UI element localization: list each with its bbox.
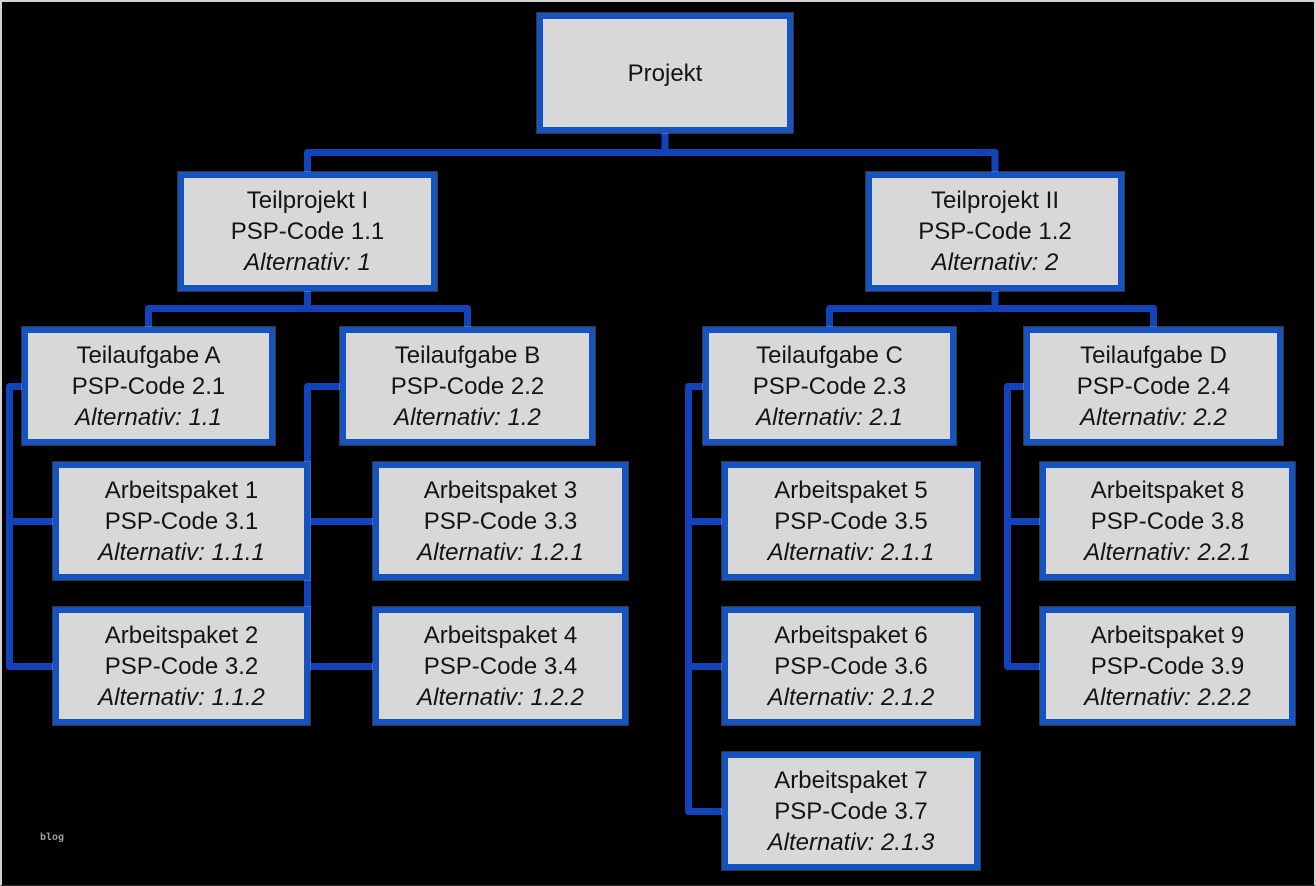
node-alternativ: Alternativ: 2.2.1 bbox=[1084, 538, 1251, 566]
node-psp-code: PSP-Code 1.2 bbox=[918, 218, 1072, 245]
node-psp-code: PSP-Code 3.1 bbox=[104, 507, 259, 535]
node-alternativ: Alternativ: 1 bbox=[244, 249, 371, 276]
node-title: Arbeitspaket 5 bbox=[774, 476, 928, 504]
node-title: Teilprojekt II bbox=[930, 187, 1060, 214]
node-title: Teilaufgabe D bbox=[1080, 341, 1227, 369]
connector-ta-a-descender bbox=[6, 383, 62, 670]
node-psp-code: PSP-Code 3.5 bbox=[774, 507, 928, 535]
node-title: Projekt bbox=[627, 59, 703, 87]
node-alternativ: Alternativ: 2.1.2 bbox=[767, 683, 935, 711]
node-psp-code: PSP-Code 2.2 bbox=[390, 372, 545, 400]
node-psp-code: PSP-Code 2.3 bbox=[752, 372, 907, 400]
node-psp-code: PSP-Code 3.4 bbox=[423, 652, 578, 680]
connector-level2-left-bus bbox=[145, 305, 471, 330]
node-arbeitspaket-1: Arbeitspaket 1 PSP-Code 3.1 Alternativ: … bbox=[53, 462, 310, 580]
node-title: Arbeitspaket 8 bbox=[1090, 476, 1245, 504]
node-alternativ: Alternativ: 2 bbox=[931, 249, 1059, 276]
node-title: Arbeitspaket 4 bbox=[423, 621, 578, 649]
node-arbeitspaket-2: Arbeitspaket 2 PSP-Code 3.2 Alternativ: … bbox=[53, 607, 310, 725]
connector-level1-bus bbox=[304, 149, 999, 175]
node-alternativ: Alternativ: 1.1.2 bbox=[98, 683, 265, 711]
node-alternativ: Alternativ: 1.1 bbox=[75, 403, 222, 431]
node-psp-code: PSP-Code 2.4 bbox=[1076, 372, 1231, 400]
node-arbeitspaket-5: Arbeitspaket 5 PSP-Code 3.5 Alternativ: … bbox=[722, 462, 980, 580]
node-title: Arbeitspaket 3 bbox=[423, 476, 578, 504]
node-title: Arbeitspaket 7 bbox=[774, 766, 928, 794]
node-alternativ: Alternativ: 2.1.1 bbox=[767, 538, 935, 566]
node-alternativ: Alternativ: 2.2.2 bbox=[1084, 683, 1251, 711]
node-title: Arbeitspaket 2 bbox=[104, 621, 259, 649]
node-alternativ: Alternativ: 2.1.3 bbox=[767, 828, 935, 856]
node-alternativ: Alternativ: 2.2 bbox=[1080, 403, 1227, 431]
node-arbeitspaket-6: Arbeitspaket 6 PSP-Code 3.6 Alternativ: … bbox=[722, 607, 980, 725]
node-projekt: Projekt bbox=[537, 13, 793, 133]
node-arbeitspaket-9: Arbeitspaket 9 PSP-Code 3.9 Alternativ: … bbox=[1040, 607, 1295, 725]
node-alternativ: Alternativ: 1.2.1 bbox=[417, 538, 584, 566]
node-arbeitspaket-4: Arbeitspaket 4 PSP-Code 3.4 Alternativ: … bbox=[373, 607, 628, 725]
node-title: Arbeitspaket 6 bbox=[774, 621, 928, 649]
node-teilaufgabe-d: Teilaufgabe D PSP-Code 2.4 Alternativ: 2… bbox=[1024, 327, 1283, 445]
connector-level2-right-bus bbox=[826, 305, 1157, 330]
node-title: Teilaufgabe C bbox=[756, 341, 903, 369]
node-arbeitspaket-3: Arbeitspaket 3 PSP-Code 3.3 Alternativ: … bbox=[373, 462, 628, 580]
node-teilprojekt-1: Teilprojekt I PSP-Code 1.1 Alternativ: 1 bbox=[178, 172, 437, 291]
connector-ta-c-descender bbox=[685, 383, 730, 815]
node-title: Teilaufgabe B bbox=[394, 341, 541, 369]
node-psp-code: PSP-Code 2.1 bbox=[71, 372, 226, 400]
node-teilaufgabe-a: Teilaufgabe A PSP-Code 2.1 Alternativ: 1… bbox=[22, 327, 275, 445]
node-psp-code: PSP-Code 3.3 bbox=[423, 507, 578, 535]
node-psp-code: PSP-Code 3.8 bbox=[1090, 507, 1245, 535]
node-title: Teilaufgabe A bbox=[76, 341, 221, 369]
node-teilaufgabe-b: Teilaufgabe B PSP-Code 2.2 Alternativ: 1… bbox=[340, 327, 595, 445]
node-psp-code: PSP-Code 3.2 bbox=[104, 652, 259, 680]
node-arbeitspaket-7: Arbeitspaket 7 PSP-Code 3.7 Alternativ: … bbox=[722, 752, 980, 870]
watermark-blog: blog bbox=[40, 832, 65, 843]
node-title: Teilprojekt I bbox=[246, 187, 369, 214]
node-teilprojekt-2: Teilprojekt II PSP-Code 1.2 Alternativ: … bbox=[866, 172, 1124, 291]
connector-ta-d-descender bbox=[1004, 383, 1048, 670]
node-psp-code: PSP-Code 1.1 bbox=[230, 218, 385, 245]
node-arbeitspaket-8: Arbeitspaket 8 PSP-Code 3.8 Alternativ: … bbox=[1040, 462, 1295, 580]
node-alternativ: Alternativ: 1.2.2 bbox=[417, 683, 584, 711]
node-title: Arbeitspaket 1 bbox=[104, 476, 259, 504]
node-title: Arbeitspaket 9 bbox=[1090, 621, 1245, 649]
node-alternativ: Alternativ: 2.1 bbox=[756, 403, 903, 431]
node-alternativ: Alternativ: 1.2 bbox=[394, 403, 541, 431]
node-alternativ: Alternativ: 1.1.1 bbox=[98, 538, 265, 566]
node-teilaufgabe-c: Teilaufgabe C PSP-Code 2.3 Alternativ: 2… bbox=[703, 327, 956, 445]
node-psp-code: PSP-Code 3.7 bbox=[774, 797, 928, 825]
node-psp-code: PSP-Code 3.9 bbox=[1090, 652, 1245, 680]
node-psp-code: PSP-Code 3.6 bbox=[774, 652, 928, 680]
